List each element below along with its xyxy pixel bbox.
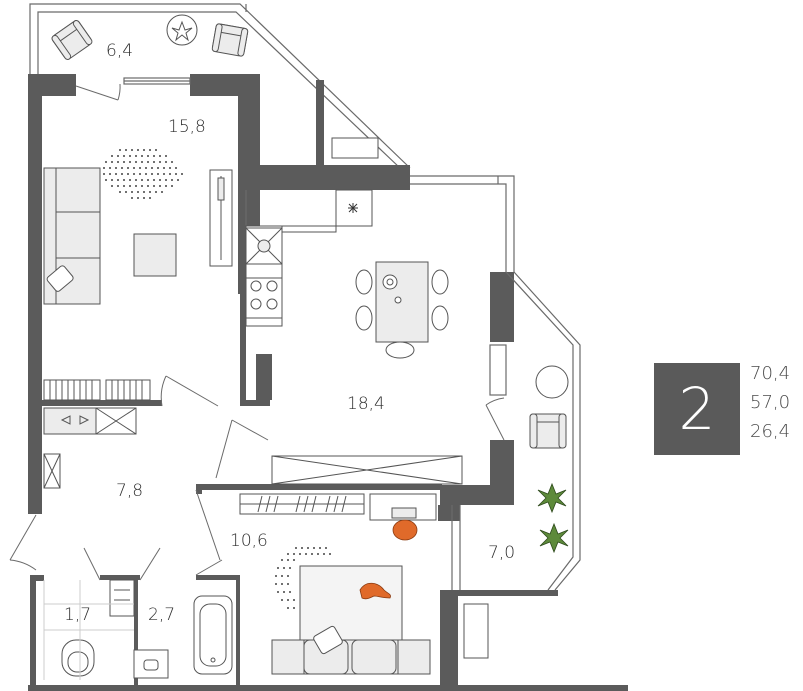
outlines	[245, 175, 581, 591]
living-furniture	[43, 167, 233, 305]
bedroom-rug-dots	[275, 547, 331, 609]
flower-icon	[171, 20, 193, 42]
balcony-furniture	[51, 14, 379, 159]
room-area-bedroom: 10,6	[230, 531, 268, 551]
snowflake-icon	[348, 203, 358, 213]
radiators	[43, 379, 151, 401]
room-area-loggia: 7,0	[488, 543, 515, 563]
loggia-furniture	[463, 365, 569, 659]
kitchen-furniture	[245, 189, 463, 485]
rug-dots	[103, 149, 183, 199]
cat-icon	[359, 582, 391, 600]
plant-icon	[537, 482, 569, 554]
doors	[9, 83, 505, 581]
room-count: 2	[678, 375, 716, 443]
kitchen-area: 26,4	[750, 421, 791, 442]
hallway-furniture	[43, 407, 137, 489]
room-area-wc: 1,7	[64, 605, 91, 625]
living-area: 57,0	[750, 392, 791, 413]
room-area-bathroom: 2,7	[148, 605, 175, 625]
lamp-icon	[392, 519, 418, 541]
room-area-living: 15,8	[168, 117, 206, 137]
area-summary: 70,4 57,0 26,4	[750, 362, 803, 444]
room-area-kitchen: 18,4	[347, 394, 385, 414]
total-area: 70,4	[750, 363, 791, 384]
bath-furniture	[61, 579, 233, 679]
walls	[28, 74, 628, 691]
tile-lines	[43, 580, 134, 680]
hanger-icon	[60, 415, 90, 425]
window-living	[123, 77, 191, 85]
room-count-badge: 2	[654, 363, 740, 455]
room-area-balcony: 6,4	[106, 41, 133, 61]
room-area-hallway: 7,8	[116, 481, 143, 501]
